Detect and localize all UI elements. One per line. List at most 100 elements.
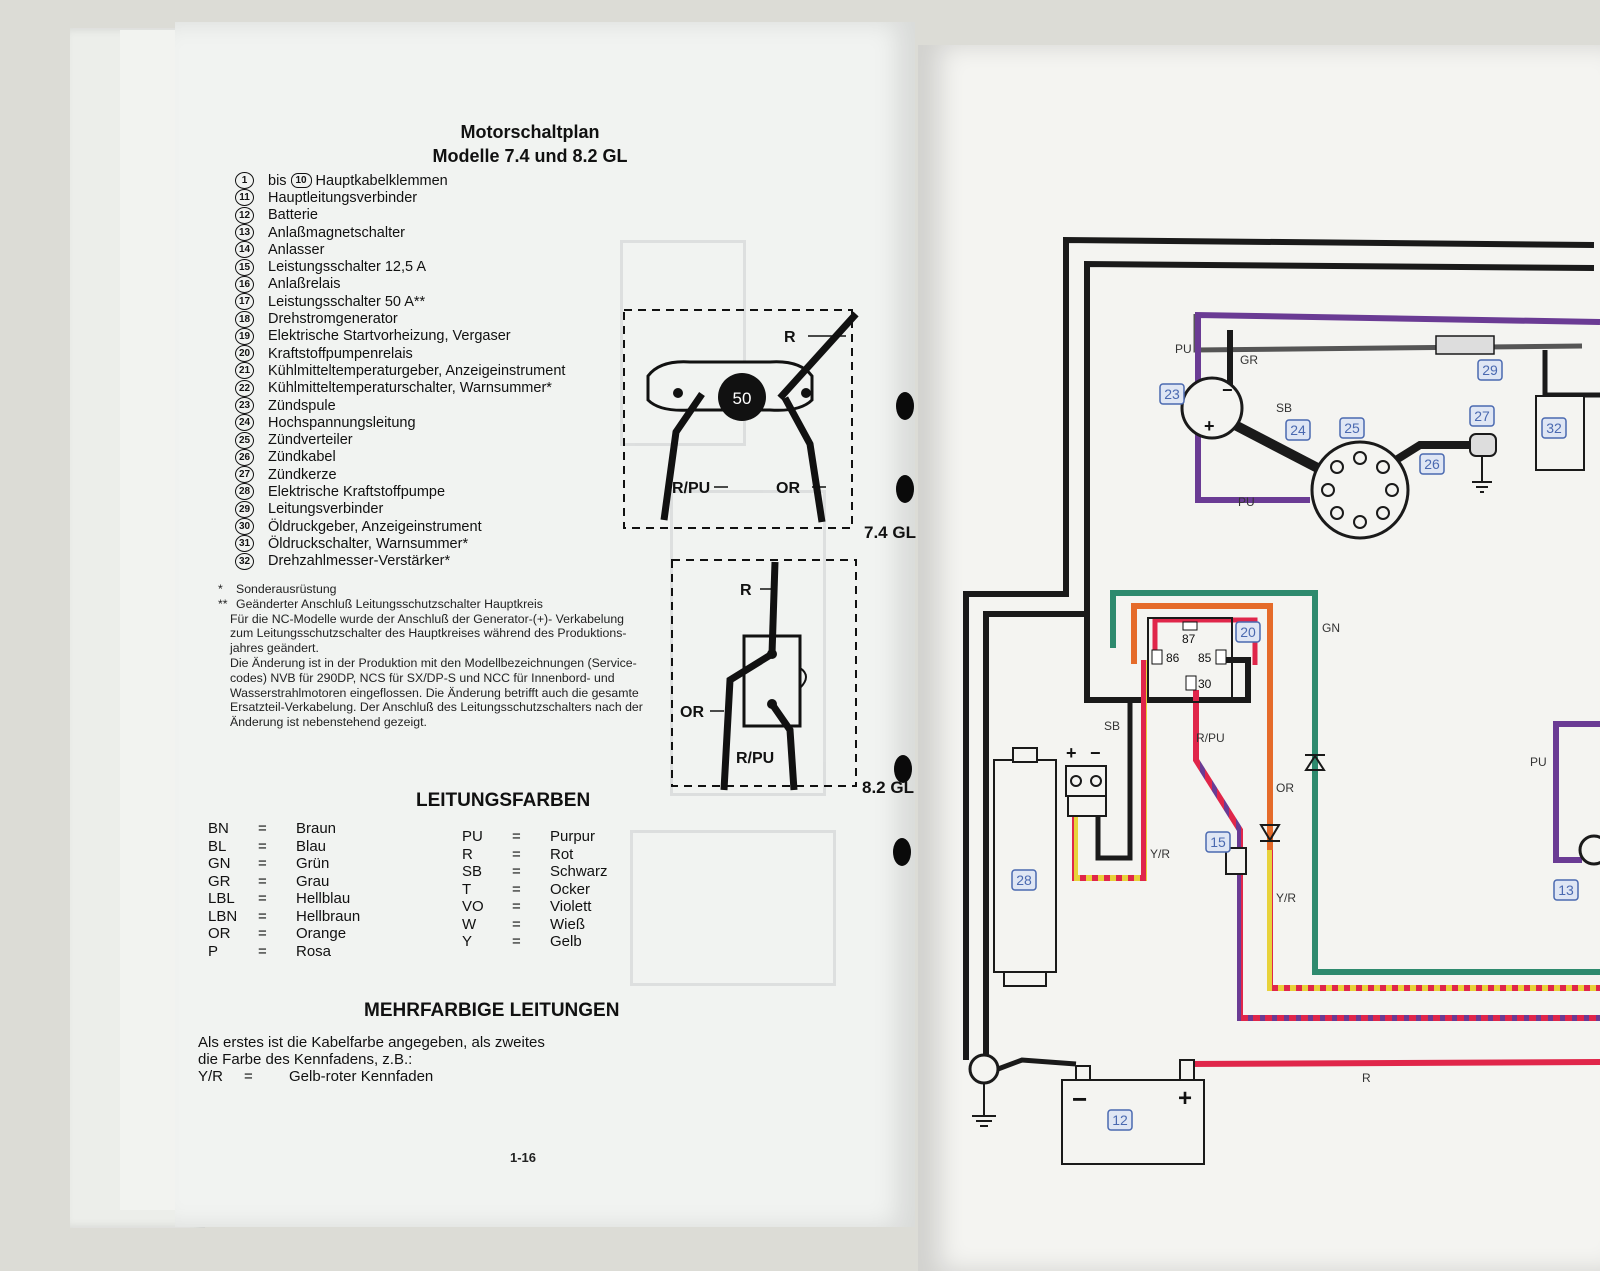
breaker-74-terminal (673, 388, 683, 398)
legend-row: 20 Kraftstoffpumpenrelais (235, 345, 635, 363)
legend-number: 30 (235, 518, 254, 536)
wire-label: PU (1238, 495, 1255, 509)
legend-label: Öldruckgeber, Anzeigeinstrument (268, 518, 482, 535)
battery-plus: + (1178, 1085, 1192, 1112)
legend-label: Anlaßrelais (268, 276, 341, 293)
color-row: GN=Grün (208, 855, 360, 873)
legend-number: 24 (235, 414, 254, 432)
legend-number: 15 (235, 258, 254, 276)
footnote-line: codes) NVB für 290DP, NCS für SX/DP-S un… (230, 670, 615, 685)
component-number: 12 (1112, 1112, 1128, 1128)
breaker-74-center (718, 373, 766, 421)
legend-label: Hauptleitungsverbinder (268, 189, 418, 206)
breaker-74-terminal (801, 388, 811, 398)
color-name: Rot (550, 845, 574, 863)
starter-solenoid (1578, 834, 1600, 866)
breaker-74-wire-r (777, 311, 859, 401)
legend-label: Leistungsschalter 50 A** (268, 293, 426, 310)
legend-number: 20 (235, 345, 254, 363)
footnote-text: Geänderter Anschluß Leitungsschutzschalt… (236, 596, 543, 611)
color-row: BN=Braun (208, 820, 360, 838)
distributor (1310, 440, 1410, 540)
footnotes: *Sonderausrüstung **Geänderter Anschluß … (218, 582, 658, 730)
legend-label: Zündkerze (268, 466, 337, 483)
legend-number: 1 (235, 172, 254, 190)
color-code: SB (462, 863, 483, 880)
legend-number: 23 (235, 397, 254, 414)
legend-label: Hauptkabelklemmen (315, 172, 448, 189)
color-name: Purpur (550, 828, 596, 845)
color-eq: = (512, 898, 521, 915)
legend-row: 25 Zündverteiler (235, 431, 635, 449)
legend-number: 17 (235, 293, 254, 311)
binding-hole (894, 755, 912, 783)
wire-black-sb (1084, 594, 1251, 703)
legend-label: Zündverteiler (268, 432, 353, 449)
breaker-82-wire-or (720, 651, 774, 791)
color-name: Braun (296, 820, 337, 837)
wire-yellow-red (1072, 660, 1147, 881)
color-code: GN (208, 855, 231, 872)
breaker-82-frame (671, 559, 857, 787)
legend-range-word: bis (268, 172, 287, 189)
wire-plug (1385, 441, 1472, 469)
color-code: LBL (208, 890, 235, 907)
color-row: VO=Violett (462, 898, 608, 916)
legend-number: 14 (235, 241, 254, 259)
footnote-line: jahres geändert. (230, 641, 319, 656)
pump-plus: + (1066, 743, 1077, 763)
component-number: 32 (1546, 420, 1562, 436)
color-eq: = (258, 925, 267, 942)
color-row: OR=Orange (208, 925, 360, 943)
color-code: GR (208, 872, 231, 890)
color-row: GR=Grau (208, 873, 360, 891)
component-number-box (1541, 417, 1567, 439)
breaker-74-label-rpu: R/PU (672, 480, 710, 497)
color-code: VO (462, 898, 484, 915)
legend-row: 30 Öldruckgeber, Anzeigeinstrument (235, 518, 635, 536)
legend-number: 10 (290, 173, 312, 189)
ignition-coil (1180, 376, 1244, 440)
footnote-text: Sonderausrüstung (236, 582, 337, 596)
legend-label: Kraftstoffpumpenrelais (268, 345, 413, 362)
breaker-82-label-or: OR (680, 704, 704, 721)
color-name: Rosa (296, 942, 332, 960)
legend-number: 25 (235, 431, 254, 449)
breaker-74-label-r: R (784, 329, 796, 346)
relay-pin: 87 (1182, 632, 1196, 646)
legend-label: Anlaßmagnetschalter (268, 224, 406, 241)
binding-hole (893, 838, 911, 866)
color-eq: = (258, 942, 267, 960)
coil-plus: + (1204, 416, 1215, 436)
component-number: 29 (1482, 362, 1498, 378)
pump-minus: − (1090, 743, 1101, 763)
color-code: LBN (208, 907, 238, 925)
color-code: W (462, 915, 477, 933)
legend-label: Elektrische Kraftstoffpumpe (268, 483, 446, 500)
legend-number: 28 (235, 483, 254, 501)
footnote-line: Für die NC-Modelle wurde der Anschluß de… (230, 611, 625, 626)
color-row: LBN=Hellbraun (208, 908, 360, 926)
color-eq: = (258, 872, 267, 890)
show-through-graphic (610, 230, 860, 1010)
legend-label: Kühlmitteltemperaturgeber, Anzeigeinstru… (268, 362, 566, 379)
color-code: OR (208, 925, 231, 942)
wire-black-main (963, 236, 1595, 1060)
legend-label: Zündkabel (268, 449, 336, 466)
component-legend: 1 bis 10 Hauptkabelklemmen 11 Hauptleitun… (235, 172, 635, 570)
legend-number: 11 (235, 189, 254, 207)
component-number-box (1159, 383, 1185, 405)
legend-row: 17 Leistungsschalter 50 A** (235, 293, 635, 311)
wire-black-main (983, 260, 1595, 1060)
legend-label: Hochspannungsleitung (268, 414, 416, 431)
legend-number: 27 (235, 466, 254, 484)
component-number: 23 (1164, 386, 1180, 402)
page-number: 1-16 (510, 1150, 537, 1165)
wire-label: Y/R (1150, 847, 1170, 861)
color-name: Grün (296, 855, 330, 872)
color-row: R=Rot (462, 846, 608, 864)
